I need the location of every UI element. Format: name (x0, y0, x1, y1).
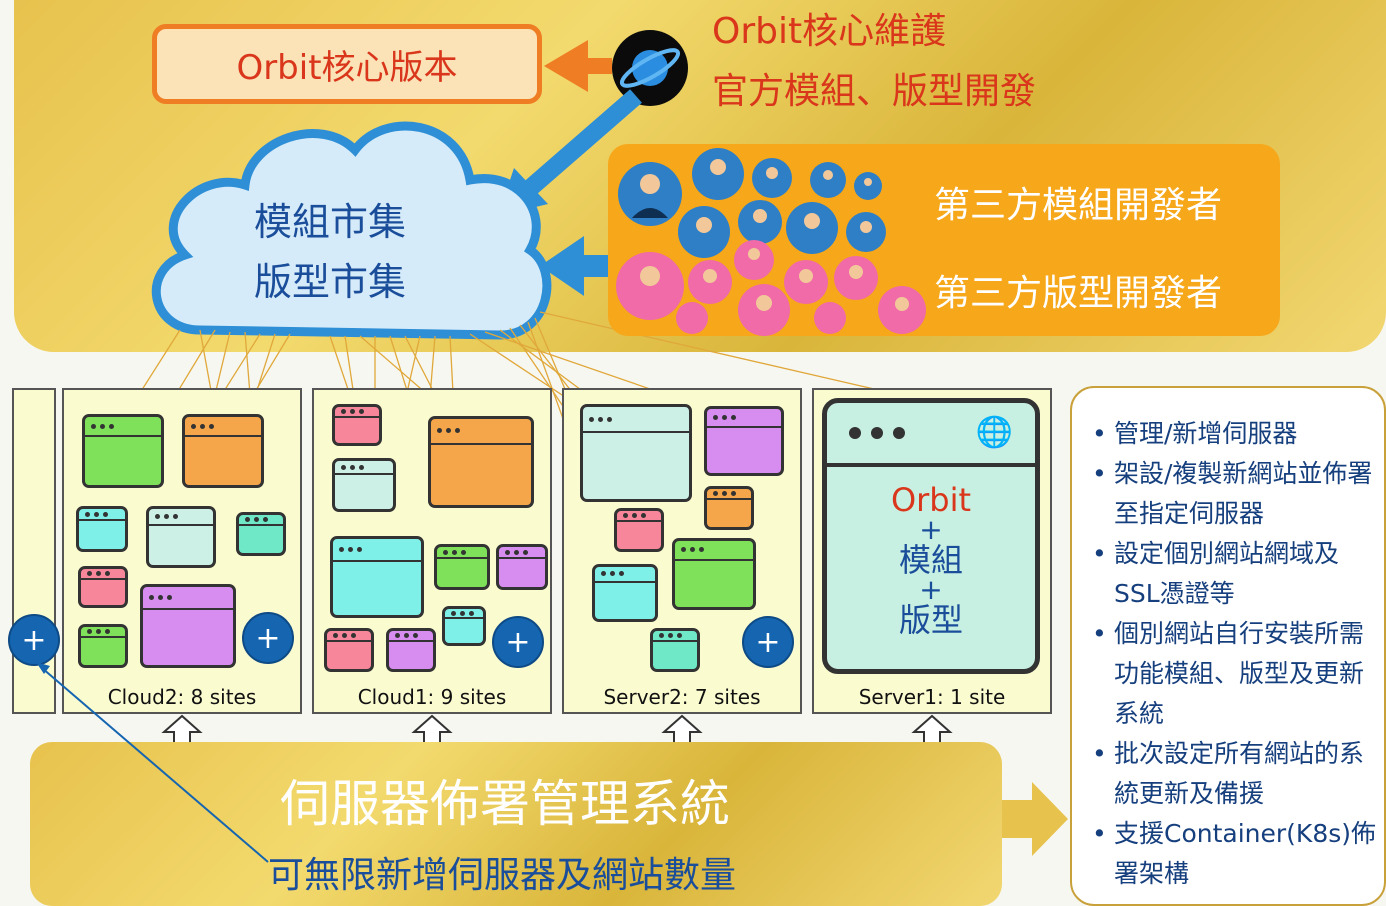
feature-item: 個別網站自行安裝所需功能模組、版型及更新系統 (1090, 614, 1376, 734)
site-window (332, 458, 396, 512)
site-window (650, 628, 700, 672)
site-window (236, 512, 286, 556)
market-cloud-text: 模組市集 版型市集 (254, 192, 406, 312)
site-window (704, 406, 784, 476)
site-window (592, 564, 658, 622)
site-window (496, 544, 548, 590)
add-server-button[interactable]: + (8, 614, 60, 666)
module-market-label: 模組市集 (254, 200, 407, 244)
add-site-button[interactable]: + (242, 612, 294, 664)
theme-market-label: 版型市集 (254, 260, 407, 304)
orbit-planet-icon (610, 28, 690, 108)
feature-item: 設定個別網站網域及SSL憑證等 (1090, 534, 1376, 614)
management-subtitle: 可無限新增伺服器及網站數量 (268, 855, 737, 896)
add-site-button[interactable]: + (742, 616, 794, 668)
site-window (82, 414, 164, 488)
site-window (324, 628, 374, 672)
core-version-label: Orbit核心版本 (236, 47, 458, 88)
server-label: Cloud1: 9 sites (357, 685, 507, 709)
site-window (442, 606, 486, 646)
blue-arrow-horizontal (580, 255, 610, 277)
site-window (330, 536, 424, 618)
site-window (332, 404, 382, 446)
add-site-button[interactable]: + (492, 616, 544, 668)
site-window (146, 506, 216, 568)
core-version-box: Orbit核心版本 (152, 24, 542, 104)
features-box: 管理/新增伺服器 架設/複製新網站並佈署至指定伺服器 設定個別網站網域及SSL憑… (1070, 386, 1386, 906)
management-panel (30, 742, 1002, 906)
orange-arrow (544, 40, 612, 92)
server-label: Server2: 7 sites (603, 685, 761, 709)
theme-developer-icons (616, 240, 926, 336)
core-maintain-line2: 官方模組、版型開發 (712, 71, 1037, 112)
site-window (434, 544, 490, 590)
feature-item: 管理/新增伺服器 (1090, 414, 1376, 454)
core-maintain-line1: Orbit核心維護 (712, 11, 947, 52)
server-label: Server1: 1 site (858, 685, 1006, 709)
plus-sign: + (919, 513, 943, 546)
site-window (704, 486, 754, 530)
module-developer-label: 第三方模組開發者 (934, 185, 1223, 226)
site-window (76, 506, 128, 552)
modules-label: 模組 (898, 541, 963, 579)
market-cloud (151, 121, 552, 340)
site-window (386, 628, 436, 672)
themes-label: 版型 (898, 601, 963, 639)
theme-developer-label: 第三方版型開發者 (934, 273, 1223, 314)
developer-avatars (616, 148, 926, 336)
site-window (428, 416, 534, 508)
site-window-large: 🌐 Orbit + 模組 + 版型 (822, 398, 1040, 674)
server-label: Cloud2: 8 sites (107, 685, 257, 709)
plus-sign: + (919, 573, 943, 606)
core-maintain-text: Orbit核心維護 官方模組、版型開發 (712, 10, 1036, 114)
module-developer-icons (618, 148, 886, 258)
site-window (140, 584, 236, 668)
site-window (580, 404, 692, 502)
blue-arrow-diagonal (522, 89, 642, 197)
site-window (78, 566, 128, 608)
site-window (672, 538, 756, 610)
features-list: 管理/新增伺服器 架設/複製新網站並佈署至指定伺服器 設定個別網站網域及SSL憑… (1090, 414, 1376, 894)
feature-item: 架設/複製新網站並佈署至指定伺服器 (1090, 454, 1376, 534)
subtitle-pointer-line (36, 662, 269, 863)
right-arrow (1002, 782, 1068, 856)
site-window (78, 624, 128, 668)
management-title: 伺服器佈署管理系統 (280, 775, 730, 833)
site-window (182, 414, 264, 488)
site-window (614, 508, 664, 552)
globe-icon: 🌐 (975, 415, 1013, 450)
feature-item: 批次設定所有網站的系統更新及備援 (1090, 734, 1376, 814)
feature-item: 支援Container(K8s)佈署架構 (1090, 814, 1376, 894)
orbit-label: Orbit (890, 481, 972, 519)
